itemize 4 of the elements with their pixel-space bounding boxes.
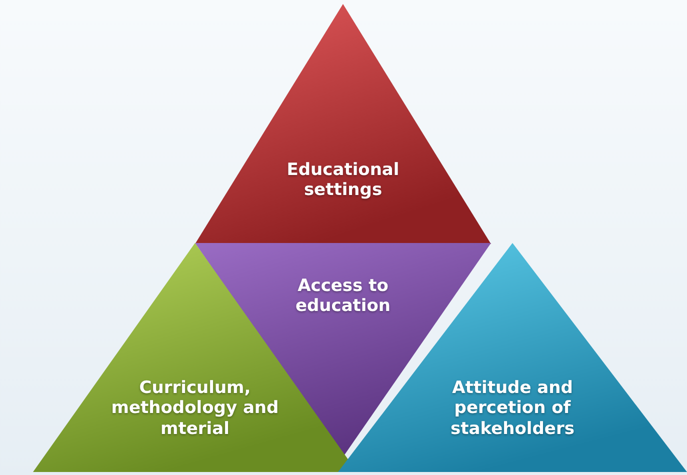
- segment-label: Educational settings: [286, 160, 400, 201]
- segment-label: Access to education: [294, 276, 392, 317]
- segment-label: Attitude and percetion of stakeholders: [450, 378, 576, 440]
- segment-label: Curriculum, methodology and mterial: [110, 378, 280, 440]
